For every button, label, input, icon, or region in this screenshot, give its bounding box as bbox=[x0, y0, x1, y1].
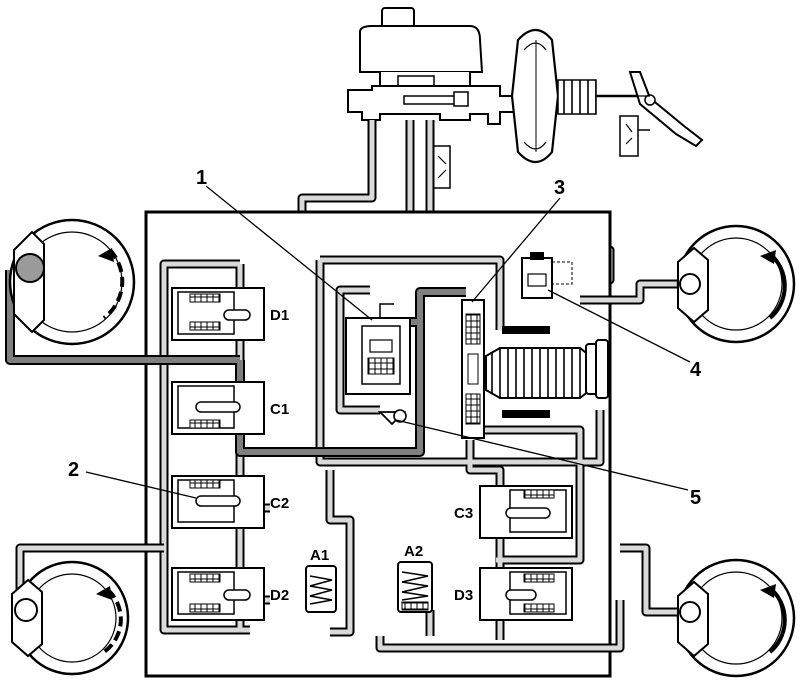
valve-d3-label: D3 bbox=[454, 587, 473, 604]
pressure-control-valve bbox=[345, 303, 411, 395]
pump-motor bbox=[485, 326, 609, 418]
leader-lines bbox=[85, 185, 691, 499]
callout-4: 4 bbox=[690, 359, 702, 381]
accumulator-a2-label: A2 bbox=[404, 543, 423, 560]
accumulator-a2 bbox=[397, 561, 433, 613]
pressure-switch bbox=[431, 145, 451, 189]
valve-c1 bbox=[171, 381, 265, 435]
callout-5: 5 bbox=[690, 487, 701, 509]
valve-c3 bbox=[479, 485, 573, 539]
pump-relay bbox=[521, 252, 573, 299]
brake-pedal bbox=[600, 71, 704, 148]
wheel-brake-front-left bbox=[8, 218, 136, 346]
valve-d2-label: D2 bbox=[270, 587, 289, 604]
callout-2: 2 bbox=[68, 459, 79, 481]
check-valve bbox=[377, 409, 407, 426]
callout-3: 3 bbox=[554, 177, 565, 199]
valve-d1 bbox=[171, 287, 265, 341]
valve-d2 bbox=[171, 567, 265, 621]
wheel-brake-rear-right bbox=[676, 558, 796, 678]
valve-d3 bbox=[479, 567, 573, 621]
valve-c3-label: C3 bbox=[454, 505, 473, 522]
master-cylinder bbox=[347, 85, 517, 125]
valve-c2-label: C2 bbox=[270, 495, 289, 512]
wheel-brake-front-right bbox=[676, 224, 796, 344]
wheel-brake-rear-left bbox=[11, 560, 130, 676]
accumulator-a1-label: A1 bbox=[310, 547, 329, 564]
master-cylinder-reservoir bbox=[359, 7, 484, 87]
valve-d1-label: D1 bbox=[270, 307, 289, 324]
valve-c1-label: C1 bbox=[270, 401, 289, 418]
accumulator-a1 bbox=[305, 565, 337, 613]
valve-c2 bbox=[171, 475, 265, 529]
brake-light-switch bbox=[619, 115, 650, 157]
callout-1: 1 bbox=[196, 167, 207, 189]
return-pump bbox=[461, 299, 485, 439]
